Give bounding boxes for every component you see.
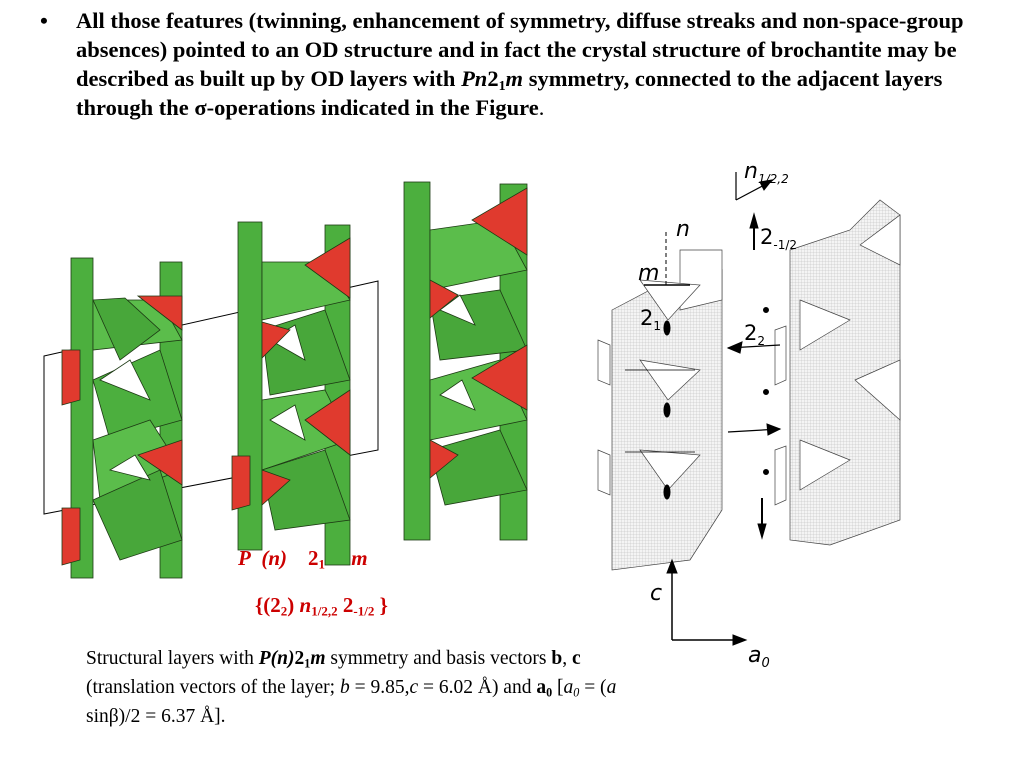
sym-2: 2 [487,66,499,91]
symmetry-marks [644,172,782,540]
axis-indicator [666,558,748,646]
layer-2 [231,221,351,566]
right-labels-upright: 2-1/2 21 22 [640,225,797,348]
dot-2 [763,389,769,395]
screw-axis-mark-1 [663,320,671,336]
figure-word: Figure [475,95,539,120]
label-22: 22 [744,321,765,348]
right-labels: n1/2,2 n m c a0 [638,159,789,671]
axis-a-head [732,634,748,646]
dot-1 [763,307,769,313]
axis-a-label: a0 [748,643,770,671]
layer-group-symbol: P (n) 21 m [238,546,368,572]
half-arrow-bottom-head [757,523,767,540]
label-n-top: n1/2,2 [744,159,789,186]
half-arrow-top-head [749,212,759,229]
sym-1: 1 [498,78,506,94]
label-2-top: 2-1/2 [760,225,797,252]
layer-1 [61,257,183,579]
label-n: n [676,217,690,242]
screw-axis-mark-2 [663,402,671,418]
screw-axis-mark-3 [663,484,671,500]
sym-pn: Pn [461,66,488,91]
axis-c-label: c [650,581,662,606]
bullet-marker: • [40,8,48,33]
n-indicator-head [759,179,774,191]
bullet-text: All those features (twinning, enhancemen… [76,6,1016,122]
arrow-head-mid-1 [726,341,743,354]
label-21: 21 [640,306,661,333]
dot-3 [763,469,769,475]
period: . [538,95,545,120]
label-m: m [638,261,659,286]
sigma-char: σ [194,95,207,120]
axis-c-head [666,558,678,574]
arrow-head-mid-2 [766,423,782,436]
sym-m: m [505,66,524,91]
bullet-part3: -operations indicated in the [206,95,476,120]
green-layer-structure [43,181,528,579]
hatched-layer-structure [597,199,901,571]
sigma-operations-symbol: {(22) n1/2,2 2-1/2 } [255,593,388,619]
bullet-part1: All those features (twinning, enhancemen… [76,8,964,91]
bullet-part2: symmetry, connected to the adjacent laye… [76,66,943,120]
figure-caption: Structural layers with P(n)21m symmetry … [86,648,617,727]
layer-3 [403,181,528,541]
